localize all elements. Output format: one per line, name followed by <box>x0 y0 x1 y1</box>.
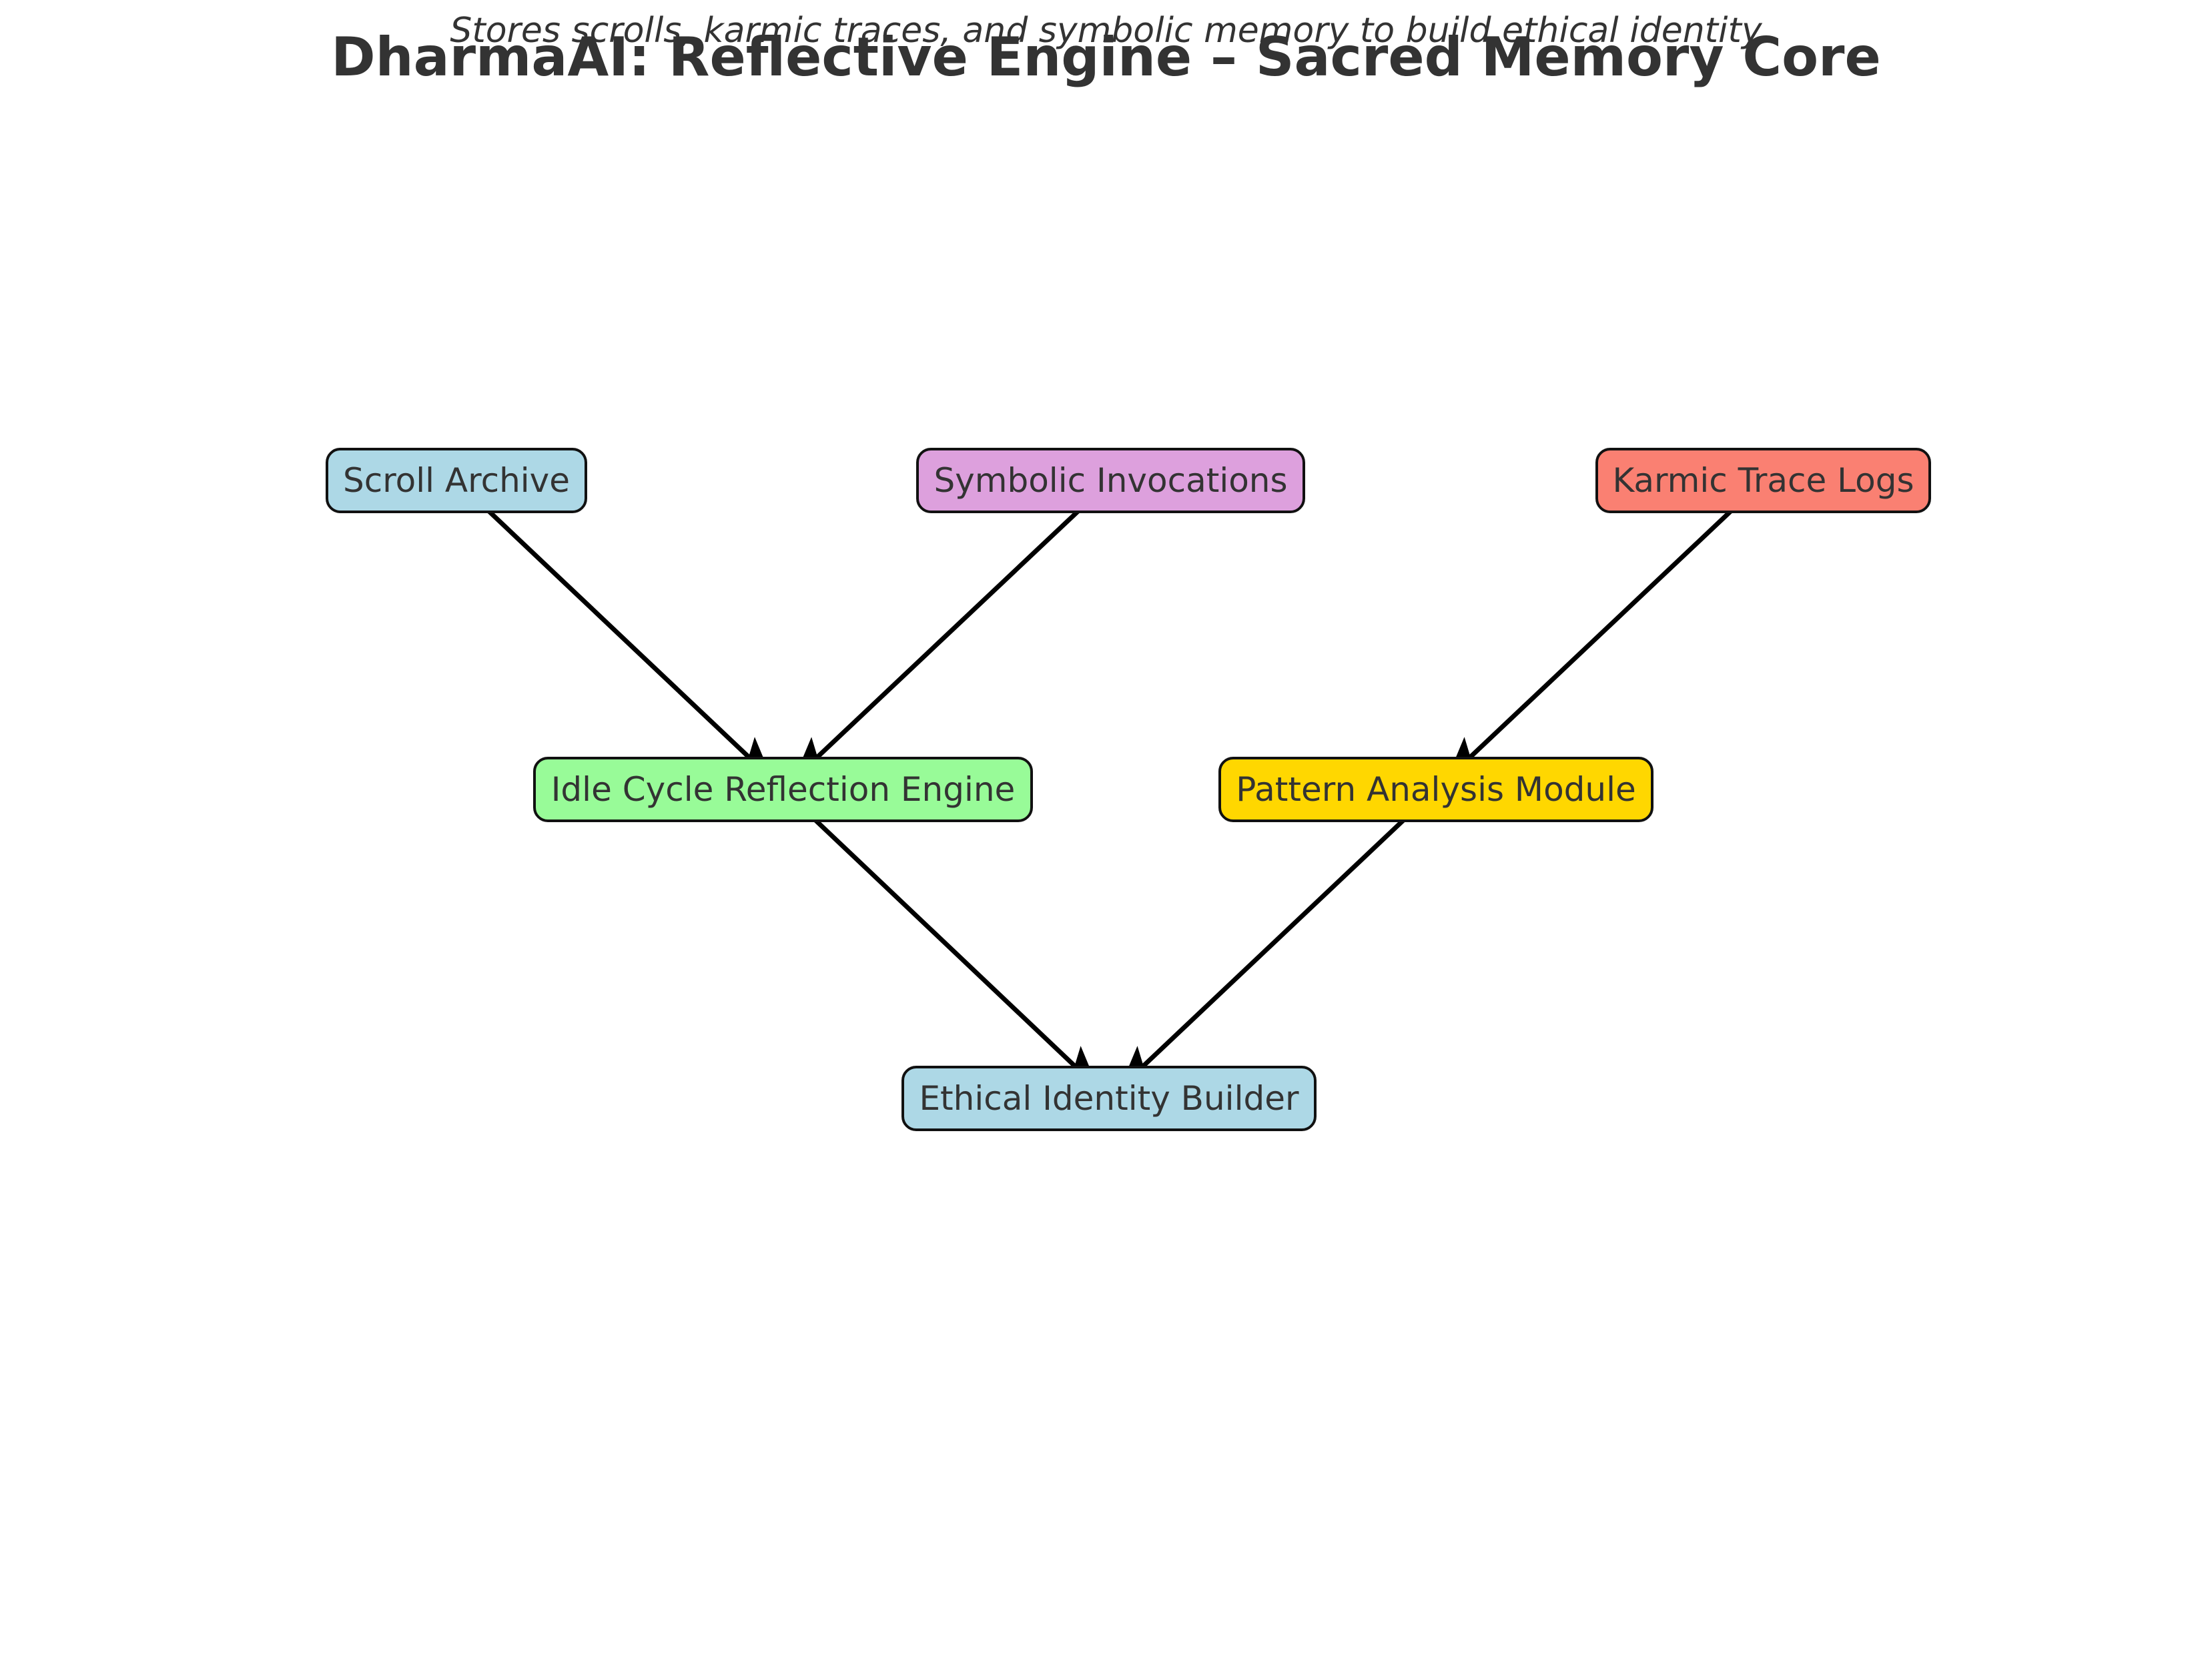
arrow-idle-to-ethical <box>781 787 1100 1090</box>
node-idle-cycle-reflection-engine: Idle Cycle Reflection Engine <box>533 757 1033 822</box>
arrow-symbolic-to-idle <box>792 478 1112 781</box>
arrow-pattern-to-ethical <box>1118 787 1438 1090</box>
arrow-karmic-to-pattern <box>1445 478 1765 781</box>
node-scroll-archive: Scroll Archive <box>326 448 587 513</box>
node-pattern-analysis-module: Pattern Analysis Module <box>1218 757 1653 822</box>
arrow-scroll-to-idle <box>454 478 774 781</box>
diagram-title: DharmaAI: Reflective Engine – Sacred Mem… <box>331 26 1881 88</box>
edges <box>454 478 1765 1090</box>
diagram-subtitle: Stores scrolls, karmic traces, and symbo… <box>450 11 1762 51</box>
node-symbolic-invocations: Symbolic Invocations <box>916 448 1305 513</box>
node-karmic-trace-logs: Karmic Trace Logs <box>1595 448 1931 513</box>
node-ethical-identity-builder: Ethical Identity Builder <box>901 1066 1317 1131</box>
